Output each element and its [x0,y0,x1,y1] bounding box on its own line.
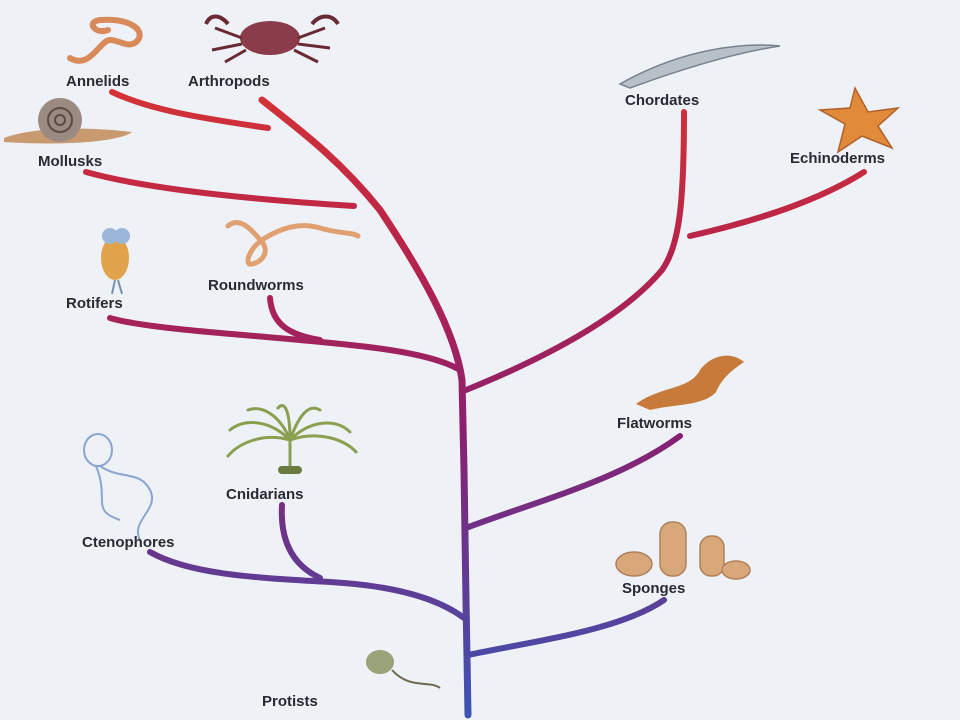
roundworm-icon [225,220,361,267]
branch-roundworms [267,295,323,343]
rotifer-icon [101,228,130,295]
label-rotifers: Rotifers [66,295,123,312]
snail-icon [4,98,132,144]
tree-branches [83,89,867,719]
branch-mollusks [83,169,357,209]
branch-cnidarians [278,502,323,581]
branch-sponges [465,597,667,658]
label-echinoderms: Echinoderms [790,150,885,167]
label-mollusks: Mollusks [38,153,102,170]
crab-icon [204,14,340,64]
flatworm-icon [636,355,744,410]
branch-echinoderms [687,169,867,239]
label-roundworms: Roundworms [208,277,304,294]
label-arthropods: Arthropods [188,73,270,90]
label-annelids: Annelids [66,73,129,90]
label-flatworms: Flatworms [617,415,692,432]
trunk [258,96,472,719]
comb-jelly-icon [83,433,153,541]
branch-rotifers [107,315,463,373]
label-cnidarians: Cnidarians [226,486,304,503]
lancelet-icon [618,44,781,89]
sea-anemone-icon [226,404,358,474]
protist-icon [366,650,441,689]
branch-annelids [109,89,271,131]
label-sponges: Sponges [622,580,685,597]
branch-cnidarians-ctenophores [147,549,467,621]
label-ctenophores: Ctenophores [82,534,175,551]
worm-icon [67,16,143,64]
branch-deuterostomes [463,109,687,393]
label-chordates: Chordates [625,92,699,109]
branch-flatworms [463,433,683,531]
label-protists: Protists [262,693,318,710]
starfish-icon [817,85,901,154]
sponge-icon [615,521,751,580]
